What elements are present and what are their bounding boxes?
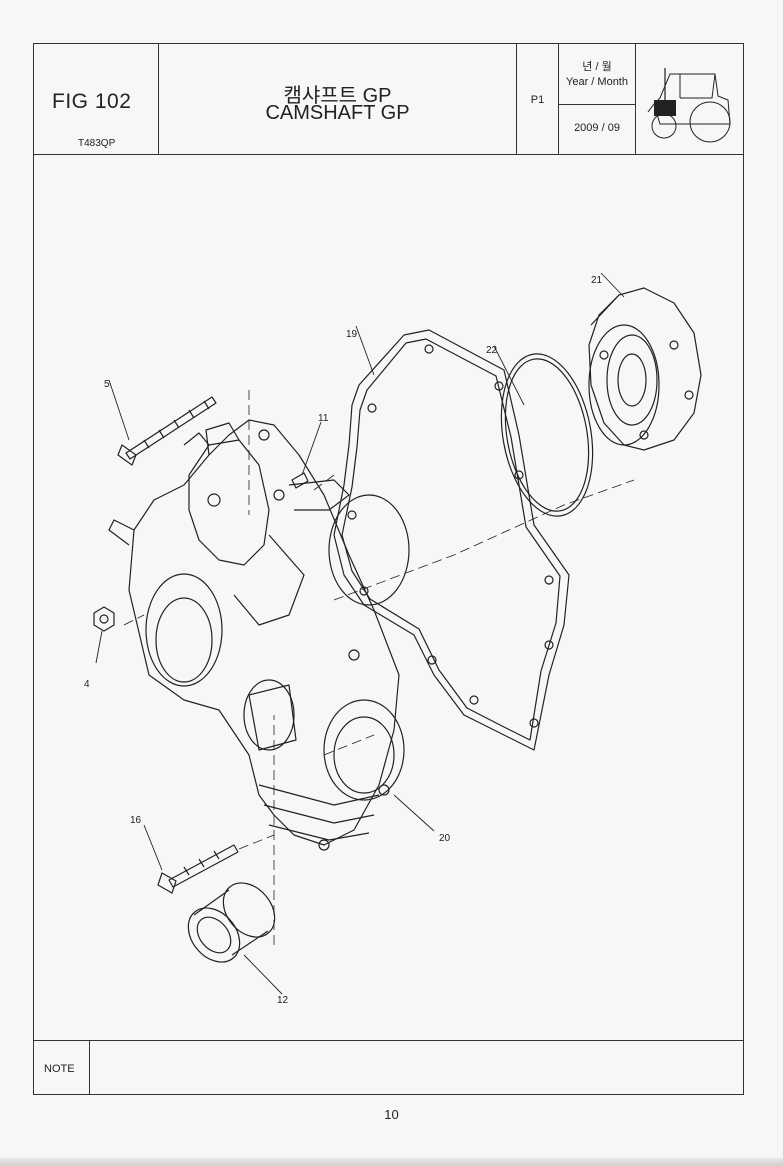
scan-edge [0, 1158, 783, 1166]
callout-20: 20 [439, 833, 451, 844]
title-cell: 캠샤프트 GP CAMSHAFT GP [159, 44, 517, 154]
callout-16: 16 [130, 815, 142, 826]
page-code: P1 [530, 94, 545, 106]
bolt-part-16 [157, 844, 239, 894]
bolt-part-5 [117, 396, 217, 466]
gasket-part-19 [328, 329, 570, 751]
date-label-box: 년 / 월 Year / Month [559, 44, 635, 105]
exploded-view-drawing: 21 19 22 5 11 4 16 20 12 [84, 272, 702, 1006]
timing-cover-part-20 [108, 419, 405, 851]
title-korean: 캠샤프트 GP [283, 85, 392, 107]
date-cell: 년 / 월 Year / Month 2009 / 09 [559, 44, 636, 154]
page-cell: P1 [517, 44, 559, 154]
parts-sheet: FIG 102 T483QP 캠샤프트 GP CAMSHAFT GP P1 년 … [33, 43, 744, 1095]
callout-4: 4 [84, 679, 90, 690]
sheet-header: FIG 102 T483QP 캠샤프트 GP CAMSHAFT GP P1 년 … [34, 44, 743, 155]
model-code: T483QP [78, 138, 116, 149]
o-ring-part-22 [500, 353, 594, 517]
oil-seal-part-12 [187, 882, 276, 963]
figure-label: FIG 102 [52, 90, 132, 113]
callout-22: 22 [486, 345, 498, 356]
nut-part-4 [93, 606, 115, 632]
note-label: NOTE [44, 1063, 75, 1075]
seal-housing-part-21 [588, 287, 702, 451]
date-value: 2009 / 09 [574, 122, 620, 134]
dowel-part-11 [291, 472, 309, 489]
figure-cell: FIG 102 T483QP [34, 44, 159, 154]
date-label-english: Year / Month [566, 76, 628, 88]
callout-11: 11 [318, 413, 329, 424]
title-english: CAMSHAFT GP [265, 102, 410, 124]
callout-5: 5 [104, 379, 110, 390]
note-row: NOTE [34, 1040, 743, 1094]
tractor-icon [647, 68, 731, 143]
icon-cell [636, 44, 743, 154]
callout-12: 12 [277, 995, 289, 1006]
date-label-korean: 년 / 월 [582, 61, 612, 73]
callout-21: 21 [591, 275, 603, 286]
callout-19: 19 [346, 329, 358, 340]
note-label-cell: NOTE [34, 1041, 90, 1094]
page-number: 10 [384, 1107, 399, 1122]
